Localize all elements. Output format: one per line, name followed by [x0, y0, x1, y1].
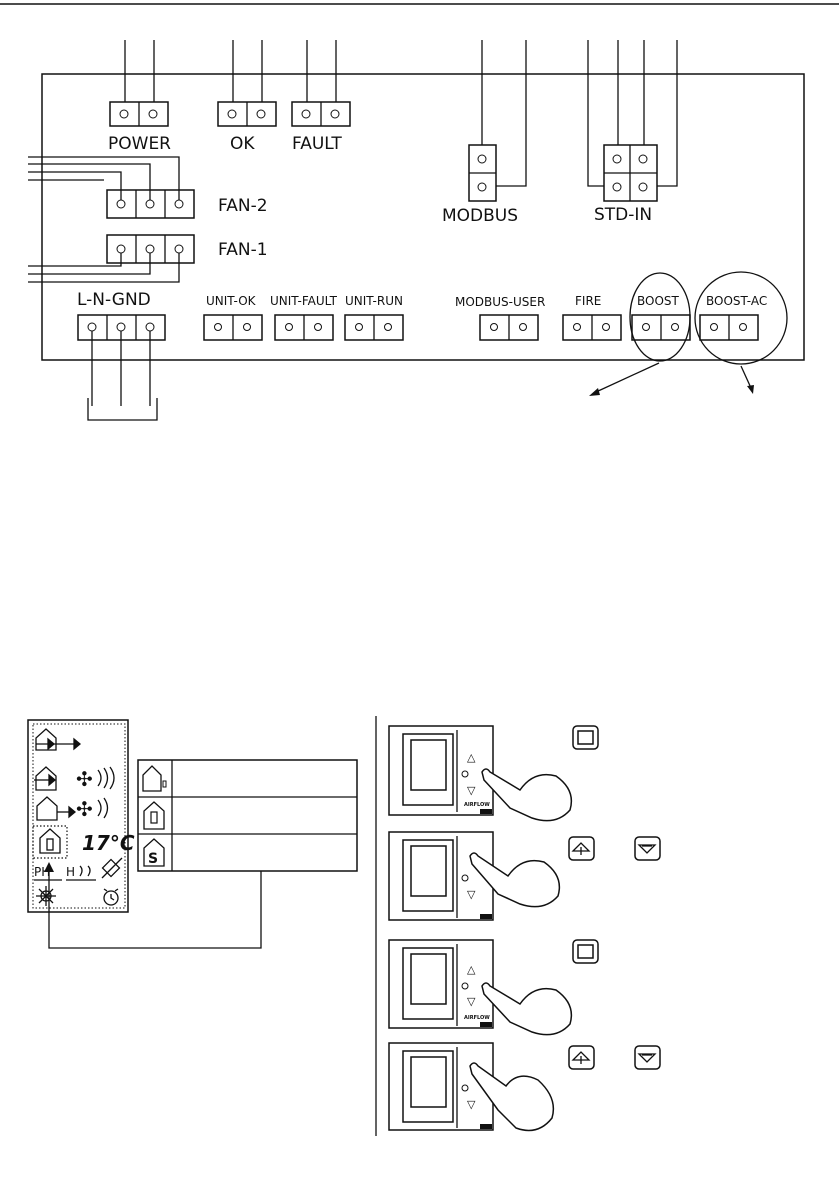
svg-text:S: S: [148, 851, 158, 867]
fan2-label: FAN-2: [218, 196, 268, 216]
fire-label: FIRE: [575, 294, 601, 308]
lngnd-label: L-N-GND: [77, 290, 151, 310]
controller-brand-2: AIRFLOW: [464, 1015, 490, 1021]
alarm-clock-icon: [104, 889, 118, 905]
std-in-label: STD-IN: [594, 205, 652, 225]
house-temp-icon-selected: [33, 826, 67, 858]
modbus-label: MODBUS: [442, 206, 518, 226]
pointing-hand-3: [482, 983, 571, 1035]
unit-fault-terminal: UNIT-FAULT: [270, 294, 338, 340]
controller-step-4: ▽: [389, 1043, 660, 1130]
lower-section: ✣ ✣ 17°C PH H: [0, 700, 839, 1145]
modbus-user-label: MODBUS-USER: [455, 295, 545, 309]
unit-fault-label: UNIT-FAULT: [270, 294, 338, 308]
fan1-label: FAN-1: [218, 240, 268, 260]
defrost-diamond-icon: [102, 858, 122, 878]
temperature-readout: 17°C: [82, 831, 135, 855]
controller-step-3: △ ▽ AIRFLOW: [389, 940, 598, 1035]
svg-text:✣: ✣: [76, 767, 93, 791]
svg-text:▽: ▽: [467, 784, 476, 797]
fan-icon-1: ✣: [76, 767, 114, 791]
down-button-icon-2[interactable]: [635, 1046, 660, 1069]
up-button-icon-2[interactable]: [569, 1046, 594, 1069]
unit-ok-label: UNIT-OK: [206, 294, 257, 308]
unit-ok-terminal: UNIT-OK: [204, 294, 262, 340]
svg-text:△: △: [467, 751, 476, 764]
unit-run-label: UNIT-RUN: [345, 294, 403, 308]
arrows: [589, 363, 754, 396]
controller-step-1: △ ▽ AIRFLOW: [389, 726, 598, 821]
mode-table: S: [138, 760, 357, 871]
up-button-icon[interactable]: [569, 837, 594, 860]
svg-text:▽: ▽: [467, 1098, 476, 1111]
hs-label: H: [66, 865, 75, 879]
controller-step-2: ▽: [389, 832, 660, 920]
sun-icon: [36, 886, 56, 906]
power-label: POWER: [108, 134, 171, 154]
svg-text:✣: ✣: [76, 797, 93, 821]
house-arrow-icon-2: [34, 767, 56, 790]
fan-icon-2: ✣: [76, 797, 108, 821]
house-arrow-icon-1: [36, 729, 80, 750]
house-arrow-icon-3: [37, 797, 75, 820]
std-in-terminal: STD-IN: [594, 145, 657, 225]
boost-label: BOOST: [637, 294, 680, 308]
svg-text:▽: ▽: [467, 888, 476, 901]
svg-text:▽: ▽: [467, 995, 476, 1008]
unit-run-terminal: UNIT-RUN: [345, 294, 403, 340]
ok-label: OK: [230, 134, 255, 154]
down-button-icon[interactable]: [635, 837, 660, 860]
controller-brand: AIRFLOW: [464, 802, 490, 808]
svg-text:△: △: [467, 963, 476, 976]
selection-callout-line: [49, 870, 261, 948]
boost-ac-label: BOOST-AC: [706, 294, 767, 308]
pointing-hand: [482, 769, 571, 821]
fault-label: FAULT: [292, 134, 342, 154]
wiring-diagram: POWER OK FAULT MODBUS STD-IN: [0, 0, 839, 440]
